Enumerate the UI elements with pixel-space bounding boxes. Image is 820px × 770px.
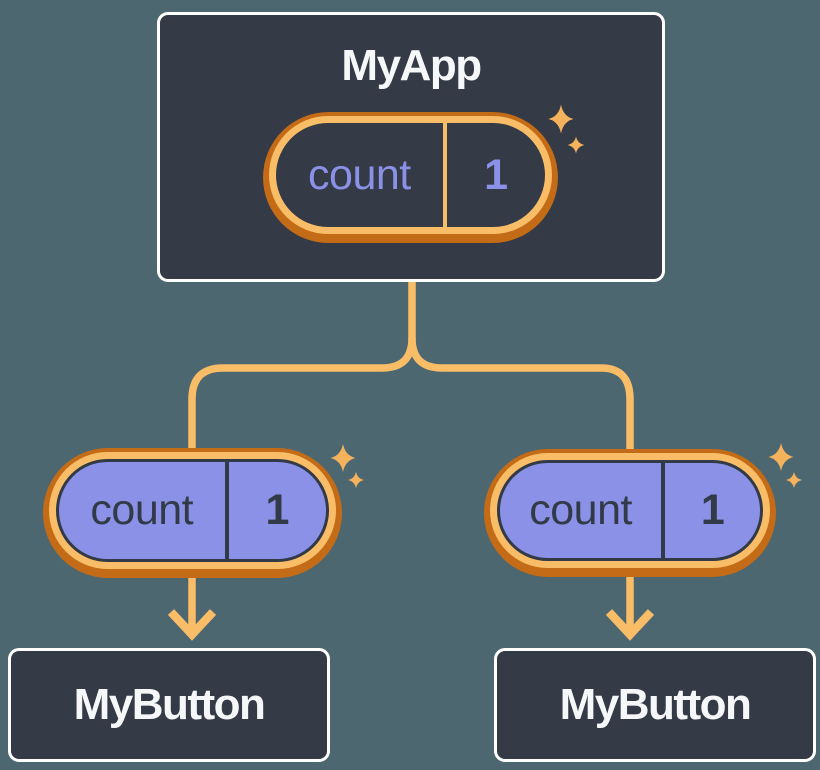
state-pill-glow-ring: count 1 [269,116,552,234]
prop-pill-glow-ring: count 1 [490,453,770,568]
tree-branch-left-line [188,337,416,455]
prop-value-label: 1 [265,486,290,534]
prop-pill-mybutton-right: count 1 [484,449,776,577]
prop-arrow-left-head-icon [167,609,217,641]
component-node-mybutton-left: MyButton [8,648,330,762]
component-title-myapp: MyApp [341,41,482,90]
component-title-mybutton-left: MyButton [73,680,266,729]
component-node-mybutton-right: MyButton [494,648,816,762]
component-title-mybutton-right: MyButton [559,680,752,729]
pill-divider [224,462,229,559]
prop-pill-glow-ring: count 1 [49,452,336,569]
sparkle-icon [330,444,356,472]
sparkle-icon [348,472,364,488]
state-value-label: 1 [484,150,508,199]
prop-name-label: count [90,486,194,534]
pill-divider [442,123,447,227]
tree-branch-right-line [408,337,634,455]
prop-name-label: count [529,486,632,534]
prop-value-label: 1 [700,486,725,534]
prop-arrow-right-head-icon [605,609,655,641]
state-name-label: count [308,150,411,199]
sparkle-icon [768,443,794,471]
pill-divider [661,463,666,558]
sparkle-icon [786,472,802,488]
state-pill-myapp: count 1 [263,112,558,243]
prop-pill-mybutton-left: count 1 [43,448,342,578]
